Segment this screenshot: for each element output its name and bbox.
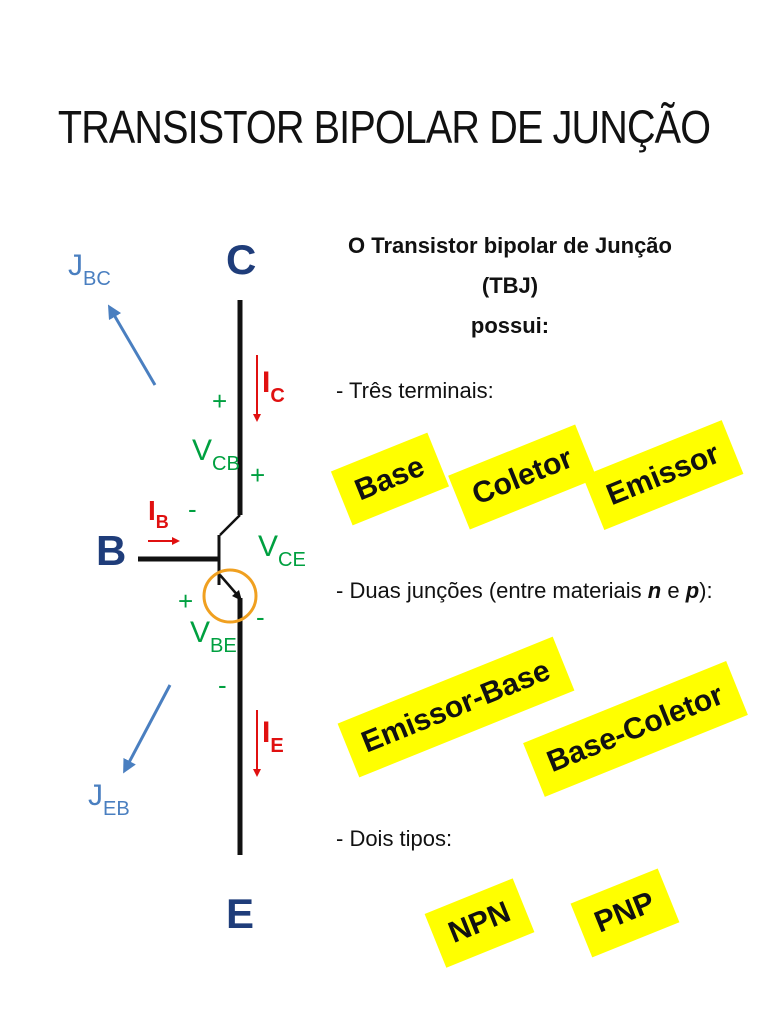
terminal-e-label: E [226, 890, 254, 937]
junctions-prefix: - Duas junções (entre materiais [336, 578, 648, 603]
vce-plus-sign: + [250, 460, 265, 490]
types-heading: - Dois tipos: [336, 826, 453, 851]
vce-minus-sign: - [256, 602, 265, 632]
terminal-c-label: C [226, 236, 256, 283]
material-p: p [685, 578, 700, 603]
jeb-label: JEB [88, 779, 130, 820]
junction-highlight-circle [202, 568, 258, 624]
intro-text: O Transistor bipolar de Junção (TBJ) pos… [330, 226, 690, 346]
jbc-label: JBC [68, 249, 111, 290]
jbc-arrow [107, 304, 157, 386]
ib-label: IB [148, 495, 169, 532]
vce-label: VCE [258, 530, 306, 571]
vbe-minus-sign: - [218, 670, 227, 700]
vcb-minus-sign: - [188, 494, 197, 524]
intro-line-1: O Transistor bipolar de Junção (TBJ) [348, 233, 672, 298]
collector-lead [219, 514, 241, 536]
terminals-heading: - Três terminais: [336, 378, 494, 403]
ie-label: IE [262, 716, 284, 757]
vcb-label: VCB [192, 434, 240, 475]
terminal-b-label: B [96, 527, 126, 574]
vbe-plus-sign: + [178, 586, 193, 616]
junctions-heading: - Duas junções (entre materiais n e p): [336, 578, 713, 604]
junctions-and: e [661, 578, 686, 603]
vcb-plus-sign: + [212, 386, 227, 416]
jeb-arrow [123, 684, 172, 774]
material-n: n [647, 578, 662, 603]
slide-title: TRANSISTOR BIPOLAR DE JUNÇÃO [57, 101, 711, 153]
intro-line-2: possui: [470, 313, 550, 338]
junctions-suffix: ): [699, 578, 713, 603]
ic-label: IC [262, 366, 285, 407]
vbe-label: VBE [190, 616, 237, 657]
